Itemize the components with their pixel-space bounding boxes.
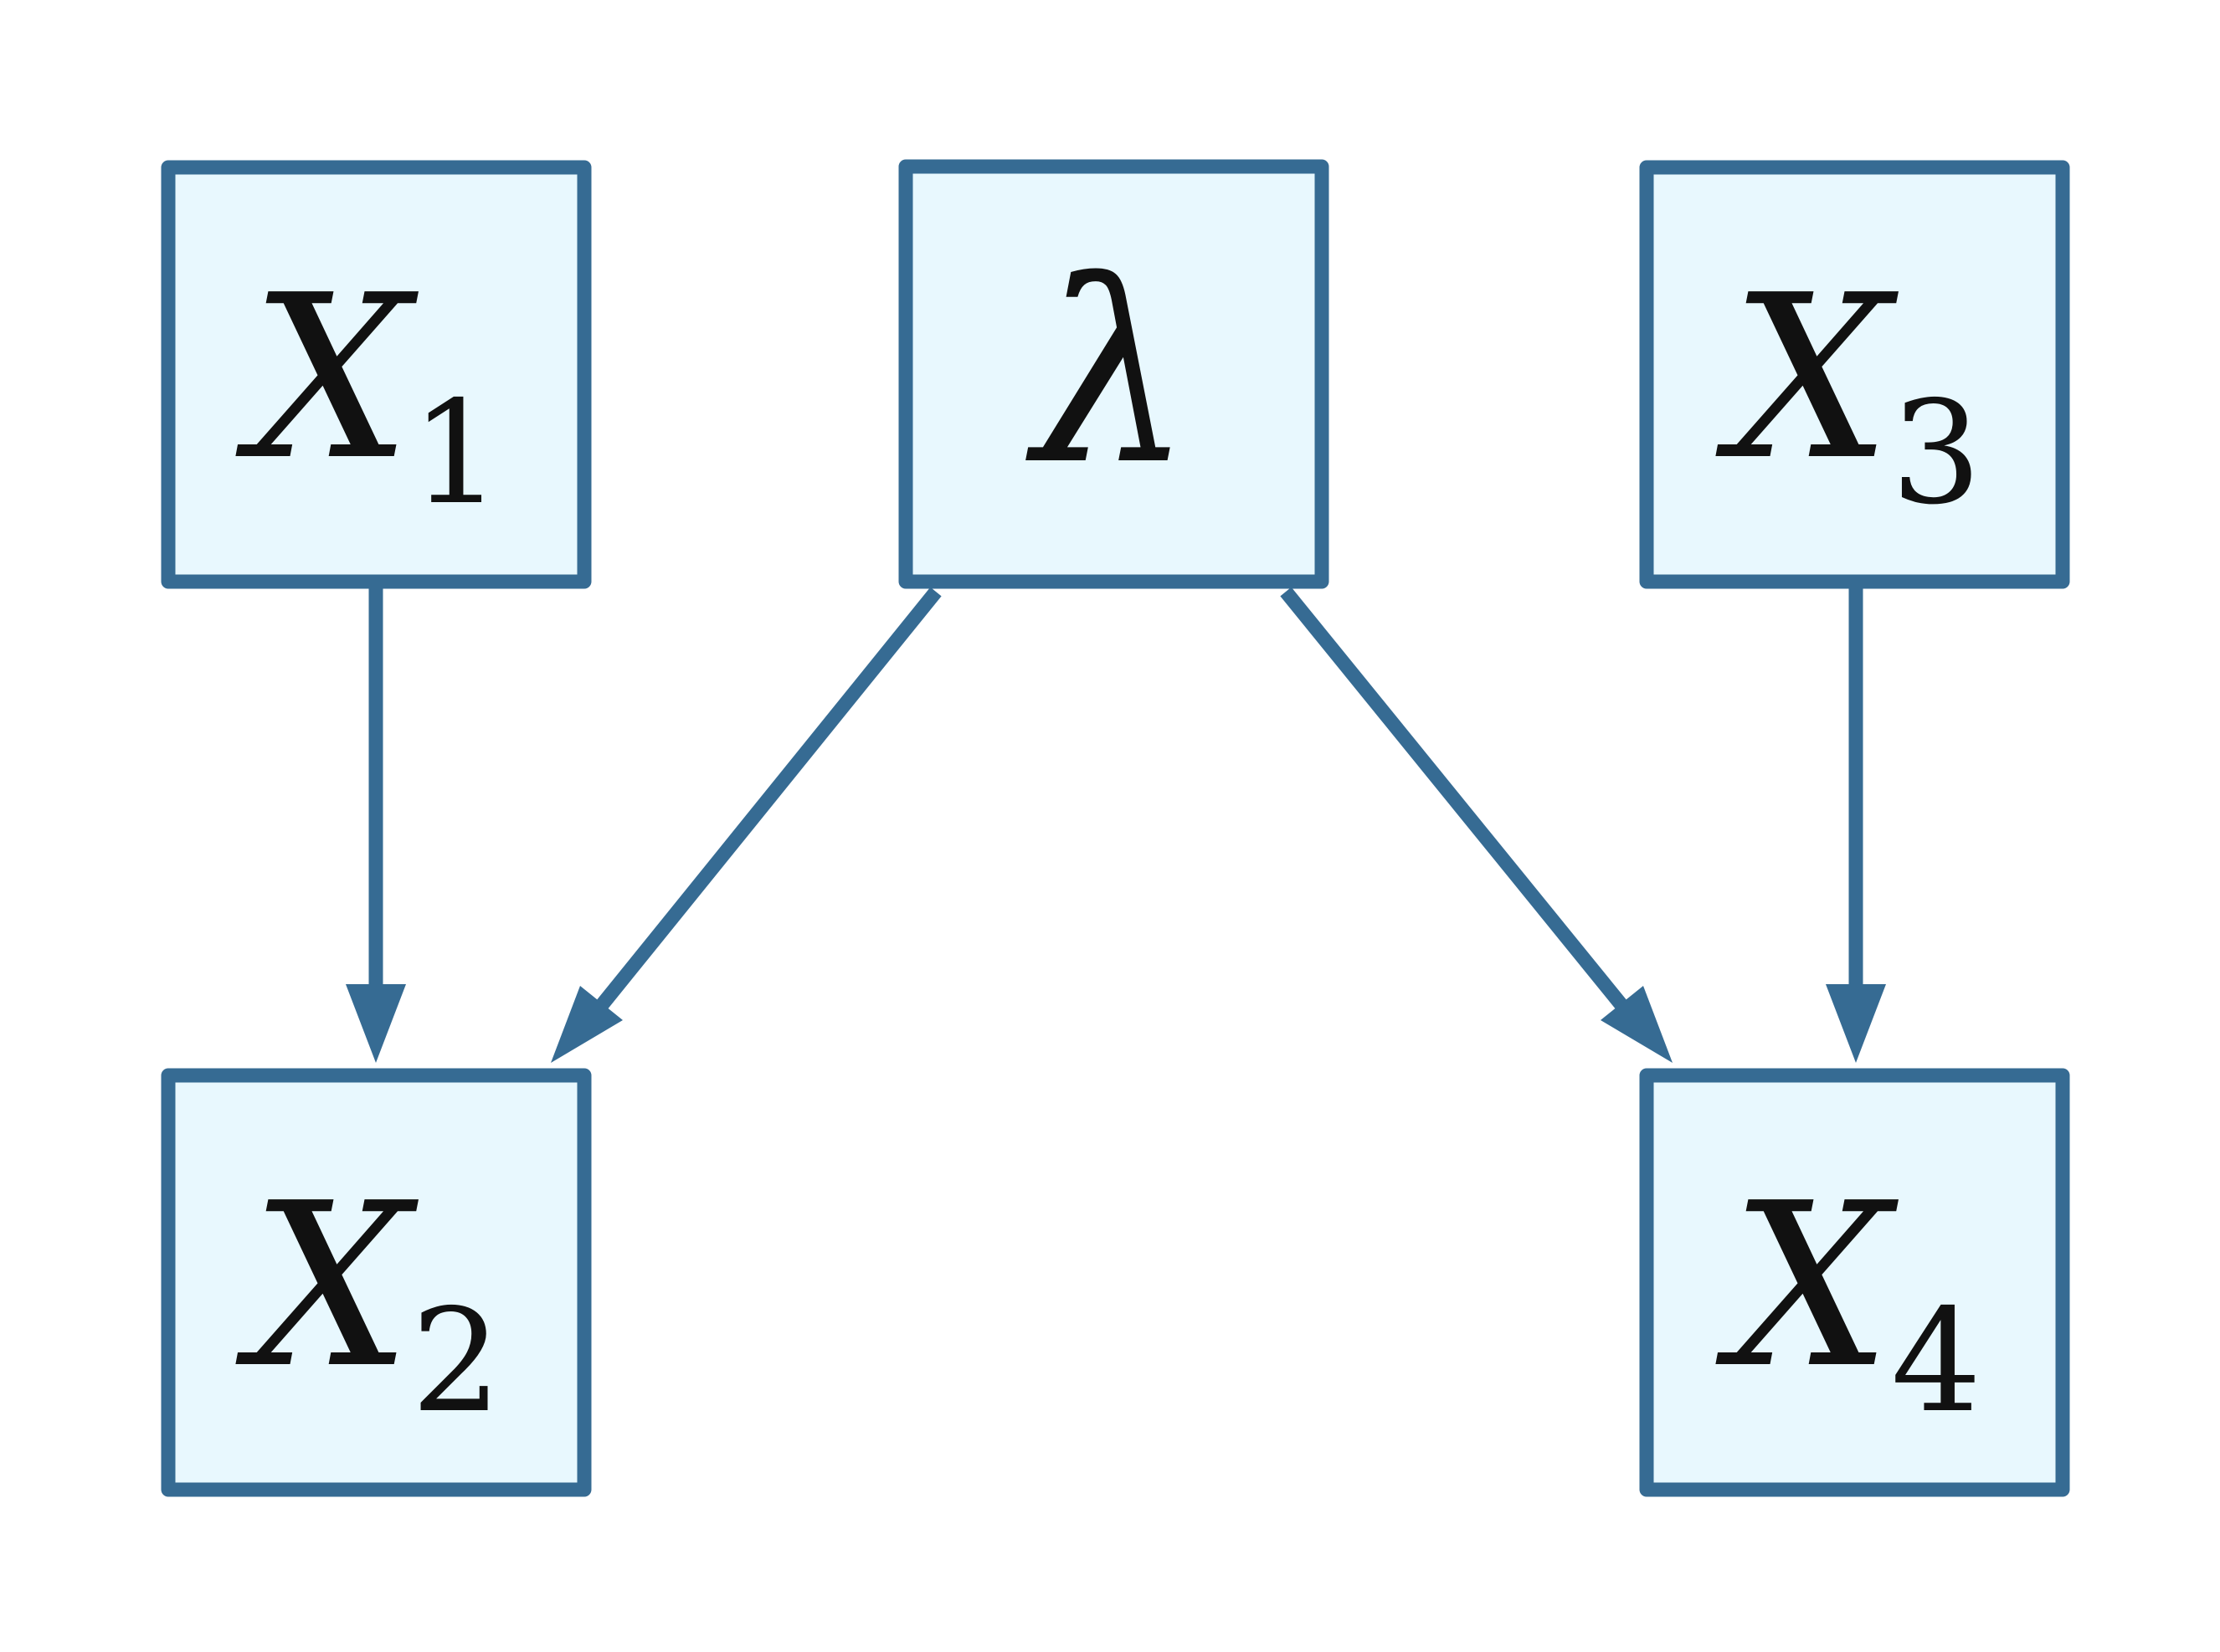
node-lambda: λ (898, 159, 1329, 589)
node-x2-variable: X (233, 1154, 420, 1418)
node-x1: X1 (161, 160, 592, 589)
node-x4-variable: X (1713, 1154, 1900, 1418)
node-x3-label: X3 (1713, 246, 1981, 536)
node-x3-variable: X (1713, 246, 1900, 510)
node-x3: X3 (1639, 160, 2070, 589)
node-x2-subscript: 2 (411, 1279, 501, 1444)
edge-x3-to-x4 (1826, 586, 1886, 1063)
node-x4: X4 (1639, 1068, 2070, 1497)
node-x4-subscript: 4 (1891, 1279, 1981, 1444)
node-x1-label: X1 (233, 246, 501, 536)
node-x4-label: X4 (1713, 1154, 1981, 1444)
node-x3-subscript: 3 (1891, 371, 1981, 536)
edge-lambda-to-x2 (551, 587, 942, 1063)
node-lambda-label: λ (1022, 228, 1193, 520)
node-x2-label: X2 (233, 1154, 501, 1444)
edge-x1-to-x2 (346, 586, 406, 1063)
edge-lambda-to-x4 (1280, 587, 1673, 1063)
node-x1-subscript: 1 (411, 371, 501, 536)
node-x1-variable: X (233, 246, 420, 510)
node-x2: X2 (161, 1068, 592, 1497)
